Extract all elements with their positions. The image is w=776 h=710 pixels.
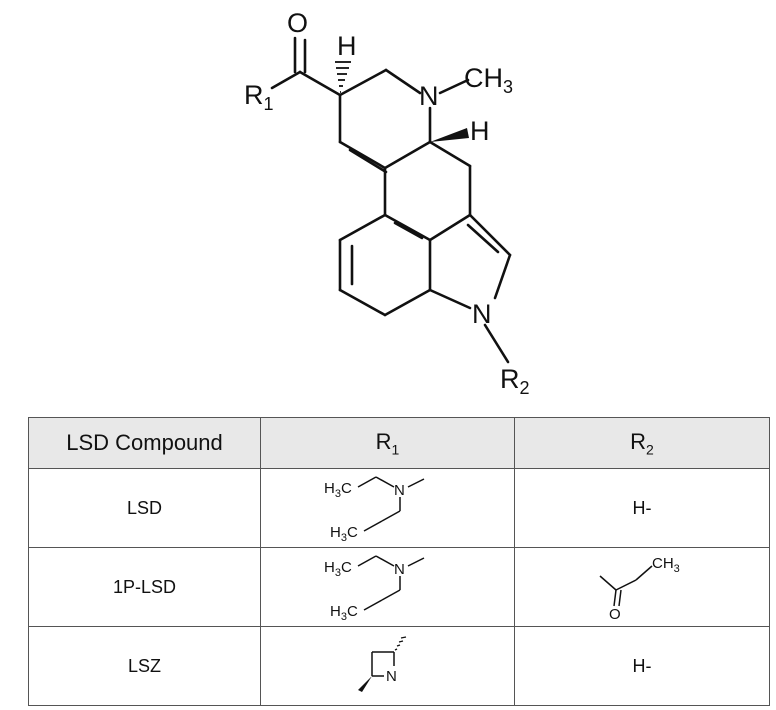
oxygen-label: O [609,606,621,622]
table-header-row: LSD Compound R1 R2 [28,417,770,469]
header-compound: LSD Compound [28,417,261,469]
methyl-label: CH3 [464,63,513,97]
r2-label: R2 [500,364,530,398]
header-r1-letter: R [375,428,392,454]
r1-label: R1 [244,80,274,114]
r1-cell: H3C N H3C [260,468,515,548]
h3c-label: H3C [324,559,352,579]
compound-name: LSZ [28,626,261,706]
table-row: LSZ [28,626,770,706]
r2-cell: H- [514,468,770,548]
n-label: N [394,482,405,499]
oxygen-label: O [287,8,308,38]
propanoyl-fragment: CH3 O [599,555,680,622]
header-r1: R1 [260,417,515,469]
header-r2-letter: R [630,428,647,454]
compound-table: LSD Compound R1 R2 LSD H3C [28,417,770,706]
bond-lines [270,36,512,364]
h3c-label: H3C [324,480,352,500]
r2-cell: CH3 O [514,547,770,627]
h3c-label: H3C [330,524,358,543]
n-label: N [394,561,405,578]
header-r1-sub: 1 [391,441,400,458]
h3c-label: H3C [330,603,358,622]
lsd-core-structure: O R1 H N CH3 H N R2 [244,8,530,398]
ch3-label: CH3 [652,555,680,575]
h-top-label: H [337,31,357,61]
atom-labels: O R1 H N CH3 H N R2 [244,8,530,398]
dimethylazetidide-fragment: N [357,636,406,692]
compound-name: LSD [28,468,261,548]
diethylamide-fragment: H3C N H3C [324,555,424,622]
n-indole-label: N [472,299,492,329]
r1-cell: N [260,626,515,706]
n-ring-label: N [419,81,439,111]
table-row: LSD H3C N H3C H- [28,468,770,548]
compound-name: 1P-LSD [28,547,261,627]
stereo-wedges [335,61,469,142]
r1-cell: H3C N H3C [260,547,515,627]
h-stereo-label: H [470,116,490,146]
diethylamide-fragment: H3C N H3C [324,476,424,543]
r2-cell: H- [514,626,770,706]
n-label: N [386,668,397,685]
header-r2: R2 [514,417,770,469]
header-r2-sub: 2 [646,441,654,458]
table-row: 1P-LSD H3C N H3C [28,547,770,627]
